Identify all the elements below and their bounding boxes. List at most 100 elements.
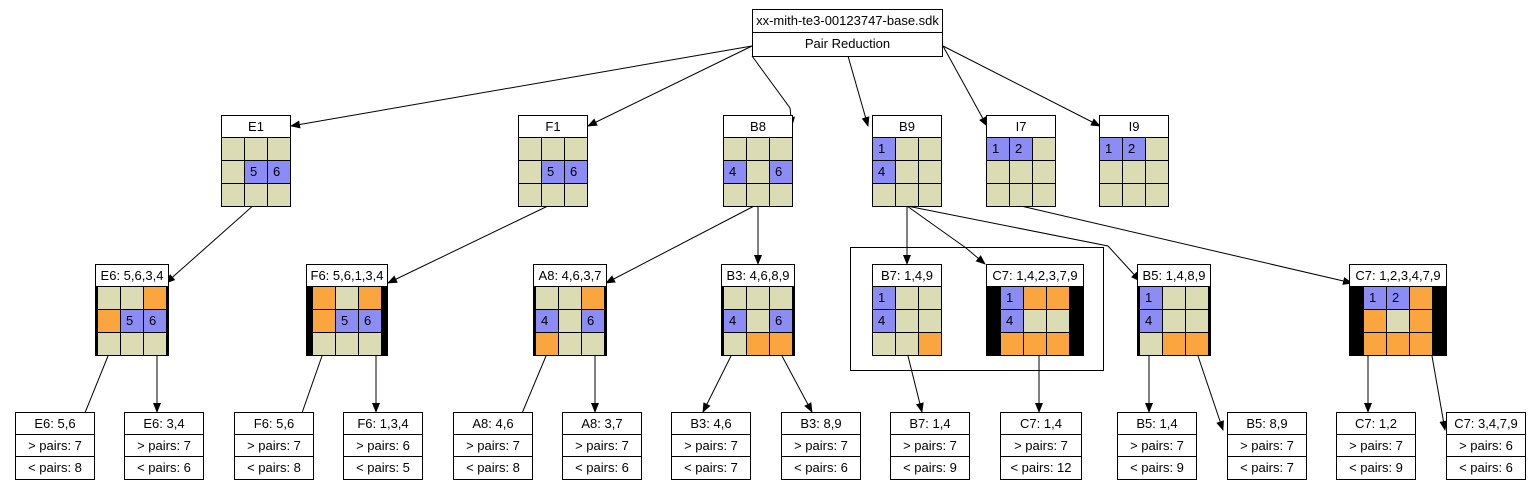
leaf-label: C7: 1,2	[1337, 413, 1415, 435]
eliminated-cell	[1364, 333, 1386, 355]
leaf-less-pairs: < pairs: 9	[903, 460, 957, 475]
empty-cell	[222, 184, 244, 206]
leaf-more-pairs: > pairs: 7	[782, 435, 860, 457]
empty-cell	[1033, 184, 1055, 206]
empty-cell	[1033, 138, 1055, 160]
candidate-cell: 6	[582, 310, 604, 332]
eliminated-cell	[770, 333, 792, 355]
edge-root-e1	[290, 45, 753, 129]
leaf-node: B3: 8,9> pairs: 7 < pairs: 6	[781, 412, 861, 480]
candidate-cell: 6	[565, 161, 587, 183]
candidate-cell: 4	[536, 310, 558, 332]
leaf-label: F6: 1,3,4	[344, 413, 422, 435]
leaf-less-pairs: < pairs: 8	[247, 460, 301, 475]
empty-cell	[336, 333, 358, 355]
leaf-label: F6: 5,6	[235, 413, 313, 435]
eliminated-cell	[1047, 287, 1069, 309]
empty-cell	[724, 333, 746, 355]
candidate-cell: 6	[359, 310, 381, 332]
leaf-less-pairs: < pairs: 8	[28, 460, 82, 475]
candidate-cell: 4	[724, 310, 746, 332]
empty-cell	[747, 287, 769, 309]
leaf-less-pairs: < pairs: 6	[794, 460, 848, 475]
candidate-cell: 1	[987, 138, 1009, 160]
empty-cell	[1024, 310, 1046, 332]
leaf-label: E6: 3,4	[125, 413, 203, 435]
level2-3-label: B3: 4,6,8,9	[722, 265, 794, 287]
empty-cell	[1186, 310, 1208, 332]
candidate-cell: 5	[245, 161, 267, 183]
empty-cell	[144, 333, 166, 355]
empty-cell	[559, 310, 581, 332]
candidate-cell: 4	[1140, 310, 1162, 332]
empty-cell	[582, 333, 604, 355]
empty-cell	[747, 310, 769, 332]
leaf-node: B3: 4,6> pairs: 7< pairs: 7	[671, 412, 751, 480]
empty-cell	[896, 138, 918, 160]
empty-cell	[1010, 184, 1032, 206]
empty-cell	[121, 333, 143, 355]
empty-cell	[747, 184, 769, 206]
empty-cell	[245, 138, 267, 160]
leaf-more-pairs: > pairs: 7	[1337, 435, 1415, 457]
leaf-node: E6: 5,6> pairs: 7< pairs: 8	[15, 412, 95, 480]
eliminated-cell	[1024, 333, 1046, 355]
eliminated-cell	[1387, 333, 1409, 355]
level2-0-label: E6: 5,6,3,4	[96, 265, 168, 287]
root-node: xx-mith-te3-00123747-base.sdk Pair Reduc…	[752, 9, 943, 57]
edge-c7b-l14	[1431, 355, 1448, 431]
candidate-cell: 5	[542, 161, 564, 183]
eliminated-cell	[359, 287, 381, 309]
leaf-more-pairs: > pairs: 7	[672, 435, 750, 457]
leaf-node: A8: 3,7> pairs: 7< pairs: 6	[562, 412, 642, 480]
level2-1-label: F6: 5,6,1,3,4	[307, 265, 387, 287]
empty-cell	[1123, 161, 1145, 183]
eliminated-cell	[1047, 333, 1069, 355]
empty-cell	[770, 138, 792, 160]
empty-cell	[336, 287, 358, 309]
empty-cell	[1387, 310, 1409, 332]
empty-cell	[919, 184, 941, 206]
eliminated-cell	[1186, 333, 1208, 355]
empty-cell	[724, 184, 746, 206]
empty-cell	[1100, 184, 1122, 206]
leaf-node: F6: 1,3,4> pairs: 6< pairs: 5	[343, 412, 423, 480]
eliminated-cell	[313, 287, 335, 309]
empty-cell	[313, 333, 335, 355]
candidate-cell: 4	[873, 310, 895, 332]
empty-cell	[1186, 287, 1208, 309]
empty-cell	[359, 333, 381, 355]
empty-cell	[519, 138, 541, 160]
level2-4-label: B7: 1,4,9	[873, 265, 941, 287]
empty-cell	[896, 287, 918, 309]
leaf-label: B3: 8,9	[782, 413, 860, 435]
empty-cell	[98, 333, 120, 355]
eliminated-cell	[1364, 310, 1386, 332]
leaf-more-pairs: > pairs: 7	[454, 435, 532, 457]
edge-root-f1	[587, 45, 753, 127]
leaf-less-pairs: < pairs: 5	[356, 460, 410, 475]
empty-cell	[770, 184, 792, 206]
empty-cell	[1146, 184, 1168, 206]
candidate-cell: 1	[873, 138, 895, 160]
empty-cell	[98, 287, 120, 309]
leaf-node: B5: 8,9> pairs: 7< pairs: 7	[1227, 412, 1307, 480]
leaf-more-pairs: > pairs: 7	[563, 435, 641, 457]
edge-b9-c7	[906, 205, 986, 265]
candidate-cell: 1	[1140, 287, 1162, 309]
empty-cell	[222, 161, 244, 183]
candidate-cell: 2	[1010, 138, 1032, 160]
empty-cell	[245, 184, 267, 206]
leaf-more-pairs: > pairs: 7	[1001, 435, 1081, 457]
empty-cell	[519, 184, 541, 206]
